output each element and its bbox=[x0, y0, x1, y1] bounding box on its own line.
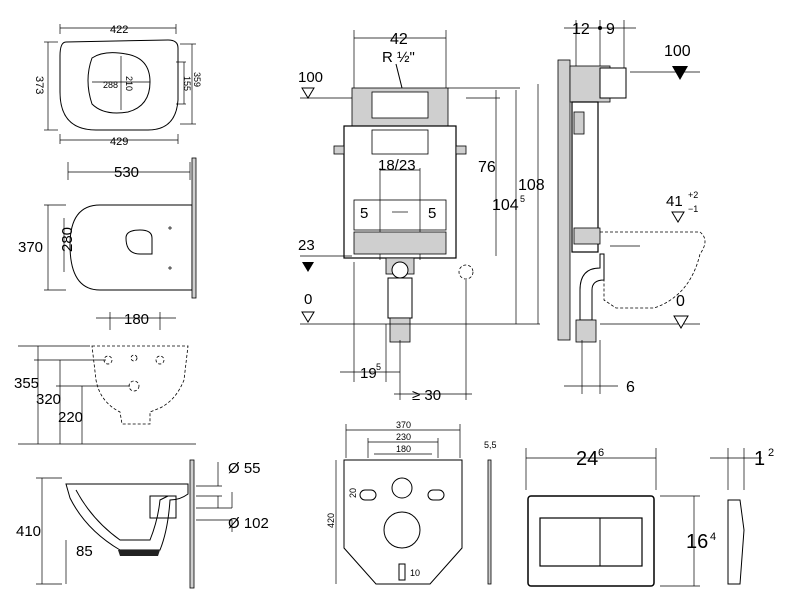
side-depth-6: 6 bbox=[626, 379, 635, 396]
side-level-zero: 0 bbox=[676, 293, 685, 310]
height-104: 104 bbox=[492, 197, 519, 214]
bowl-side-view: 410 85 Ø 55 Ø 102 bbox=[16, 459, 269, 589]
frame-right-offset: 5 bbox=[428, 205, 436, 222]
pipe-d102: Ø 102 bbox=[228, 515, 269, 532]
frame-left-offset: 5 bbox=[360, 205, 368, 222]
height-76: 76 bbox=[478, 159, 496, 176]
flush-plate: 24 6 16 4 1 2 bbox=[525, 447, 774, 587]
bowl-outlet: 85 bbox=[76, 543, 93, 560]
bowl-height: 410 bbox=[16, 523, 41, 540]
flush-width-sup: 6 bbox=[598, 447, 604, 459]
tol-minus: −1 bbox=[688, 204, 698, 214]
flush-width: 24 bbox=[576, 448, 598, 470]
seat-inner-width: 288 bbox=[103, 80, 118, 90]
mounting-plate: 370 230 180 420 20 10 5,5 bbox=[326, 420, 497, 585]
bowl-inner: 280 bbox=[59, 227, 76, 252]
frame-inner: 18/23 bbox=[378, 157, 416, 174]
side-d9: 9 bbox=[606, 21, 615, 38]
seat-inner-side: 155 bbox=[182, 76, 192, 91]
bottom-19-sup: 5 bbox=[376, 362, 381, 372]
level-100: 100 bbox=[298, 69, 323, 86]
seat-inner-height: 210 bbox=[124, 76, 134, 91]
side-level-41: 41 bbox=[666, 193, 683, 210]
bowl-back-view: 180 355 320 220 bbox=[14, 311, 196, 445]
plate-d10: 10 bbox=[410, 568, 420, 578]
side-d12: 12 bbox=[572, 21, 590, 38]
height-108: 108 bbox=[518, 177, 545, 194]
frame-thread: R ½" bbox=[382, 49, 415, 66]
flush-height: 16 bbox=[686, 531, 708, 553]
bowl-h355: 355 bbox=[14, 375, 39, 392]
bowl-length: 530 bbox=[114, 164, 139, 181]
seat-height-right: 359 bbox=[192, 72, 202, 87]
plate-d20: 20 bbox=[348, 488, 358, 498]
frame-width: 42 bbox=[390, 31, 408, 48]
plate-w180: 180 bbox=[396, 444, 411, 454]
pipe-d55: Ø 55 bbox=[228, 460, 261, 477]
plate-thickness: 5,5 bbox=[484, 440, 497, 450]
seat-width-bottom: 429 bbox=[110, 136, 128, 148]
level-23: 23 bbox=[298, 237, 315, 254]
tol-plus: +2 bbox=[688, 190, 698, 200]
level-zero: 0 bbox=[304, 291, 312, 308]
bottom-19: 19 bbox=[360, 365, 377, 382]
seat-width-top: 422 bbox=[110, 24, 128, 36]
frame-front-view: 42 R ½" 18/23 5 5 100 23 0 76 bbox=[298, 30, 545, 404]
height-104-sup: 5 bbox=[520, 194, 525, 204]
side-level-100: 100 bbox=[664, 43, 691, 60]
bottom-30: ≥ 30 bbox=[412, 387, 441, 404]
plate-w370: 370 bbox=[396, 420, 411, 430]
bowl-h220: 220 bbox=[58, 409, 83, 426]
bowl-top-view: 530 370 280 bbox=[18, 157, 197, 299]
bowl-width: 370 bbox=[18, 239, 43, 256]
frame-side-view: 12 9 100 41 +2 −1 0 6 bbox=[557, 20, 706, 396]
plate-w230: 230 bbox=[396, 432, 411, 442]
bowl-h320: 320 bbox=[36, 391, 61, 408]
flush-thickness-sup: 2 bbox=[768, 447, 774, 459]
seat-top-view: 422 288 210 373 359 155 429 bbox=[33, 24, 202, 148]
flush-height-sup: 4 bbox=[710, 531, 716, 543]
plate-h420: 420 bbox=[326, 513, 336, 528]
seat-height-left: 373 bbox=[33, 76, 45, 94]
flush-thickness: 1 bbox=[754, 448, 765, 470]
bowl-fix-spacing: 180 bbox=[124, 311, 149, 328]
